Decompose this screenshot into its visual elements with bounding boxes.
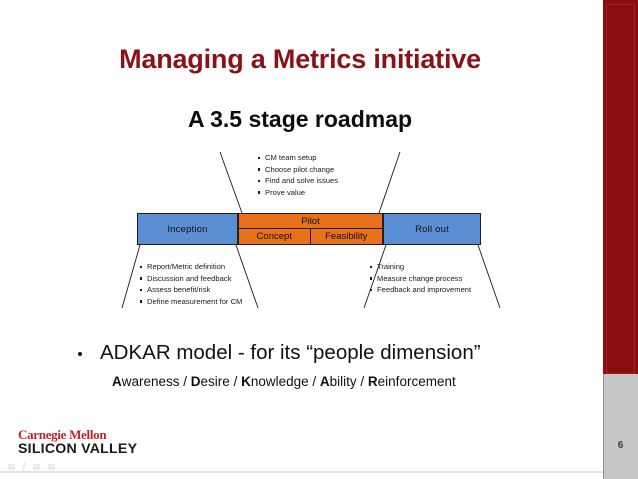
- page-number: 6: [617, 440, 624, 451]
- sidebar-accent-gray: [603, 374, 638, 479]
- logo-line-carnegie-mellon: Carnegie Mellon: [18, 427, 107, 442]
- adkar-main-text: ADKAR model - for its “people dimension”: [100, 341, 481, 364]
- stage-rollout[interactable]: Roll out: [383, 213, 481, 245]
- callout-item: Discussion and feedback: [140, 273, 242, 285]
- adkar-initial: D: [190, 374, 201, 389]
- callout-item: Choose pilot change: [258, 164, 338, 176]
- footer-mark-icon: [48, 463, 55, 470]
- carnegie-mellon-logo: Carnegie Mellon SILICON VALLEY: [18, 427, 137, 457]
- callout-item: Find and solve issues: [258, 175, 338, 187]
- page-subtitle: A 3.5 stage roadmap: [187, 106, 413, 132]
- logo-line-silicon-valley: SILICON VALLEY: [18, 441, 138, 456]
- footer-mark-icon: [8, 463, 15, 470]
- adkar-word-rest: nowledge: [250, 374, 309, 389]
- adkar-initial: A: [319, 374, 330, 389]
- adkar-separator: /: [179, 374, 191, 389]
- stage-pilot[interactable]: Pilot Concept Feasibility: [238, 213, 383, 245]
- sidebar-divider: [603, 374, 604, 479]
- bottom-divider: [0, 471, 603, 473]
- adkar-word-rest: einforcement: [377, 374, 456, 389]
- substage-feasibility[interactable]: Feasibility: [325, 231, 368, 242]
- callout-item: Prove value: [258, 187, 338, 199]
- sidebar-accent-red: [603, 0, 638, 374]
- adkar-initial: K: [241, 374, 251, 389]
- adkar-block: ADKAR model - for its “people dimension”…: [70, 341, 590, 389]
- callout-item: CM team setup: [258, 152, 338, 164]
- callout-item: Measure change process: [370, 273, 471, 285]
- adkar-initial: A: [112, 374, 122, 389]
- adkar-word-rest: esire: [200, 374, 230, 389]
- footer-slash-icon: [21, 461, 27, 472]
- footer-decoration: [8, 461, 55, 472]
- adkar-main-line: ADKAR model - for its “people dimension”: [70, 341, 590, 365]
- adkar-initial: R: [367, 374, 378, 389]
- stage-rollout-label: Roll out: [415, 223, 449, 235]
- adkar-separator: /: [308, 374, 320, 389]
- callout-item: Report/Metric definition: [140, 261, 242, 273]
- adkar-expansion: Awareness / Desire / Knowledge / Ability…: [70, 374, 590, 389]
- bullet-icon: [78, 352, 82, 356]
- stage-pilot-substages: Concept Feasibility: [239, 229, 382, 244]
- callout-item: Feedback and improvement: [370, 284, 471, 296]
- stage-inception[interactable]: Inception: [137, 213, 238, 245]
- footer-mark-icon: [33, 463, 40, 470]
- stage-inception-label: Inception: [167, 223, 208, 235]
- callout-item: Training: [370, 261, 471, 273]
- adkar-word-rest: wareness: [121, 374, 180, 389]
- callout-item: Define measurement for CM: [140, 296, 242, 308]
- substage-concept[interactable]: Concept: [239, 229, 311, 244]
- adkar-separator: /: [229, 374, 242, 389]
- adkar-word-rest: bility: [329, 374, 357, 389]
- callout-item: Assess benefit/risk: [140, 284, 242, 296]
- adkar-separator: /: [356, 374, 368, 389]
- stage-pilot-label: Pilot: [239, 214, 382, 229]
- roadmap-diagram: Inception Pilot Concept Feasibility Roll…: [0, 150, 603, 325]
- page-title: Managing a Metrics initiative: [119, 44, 481, 74]
